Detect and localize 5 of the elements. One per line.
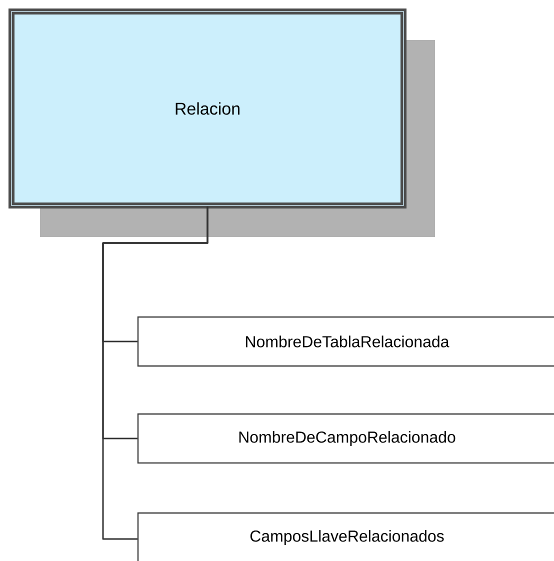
attribute-box: CamposLlaveRelacionados	[137, 512, 554, 561]
connector-line	[102, 206, 208, 540]
attribute-box: NombreDeTablaRelacionada	[137, 316, 554, 367]
entity-box: Relacion	[8, 8, 435, 237]
attribute-box: NombreDeCampoRelacionado	[137, 413, 554, 464]
